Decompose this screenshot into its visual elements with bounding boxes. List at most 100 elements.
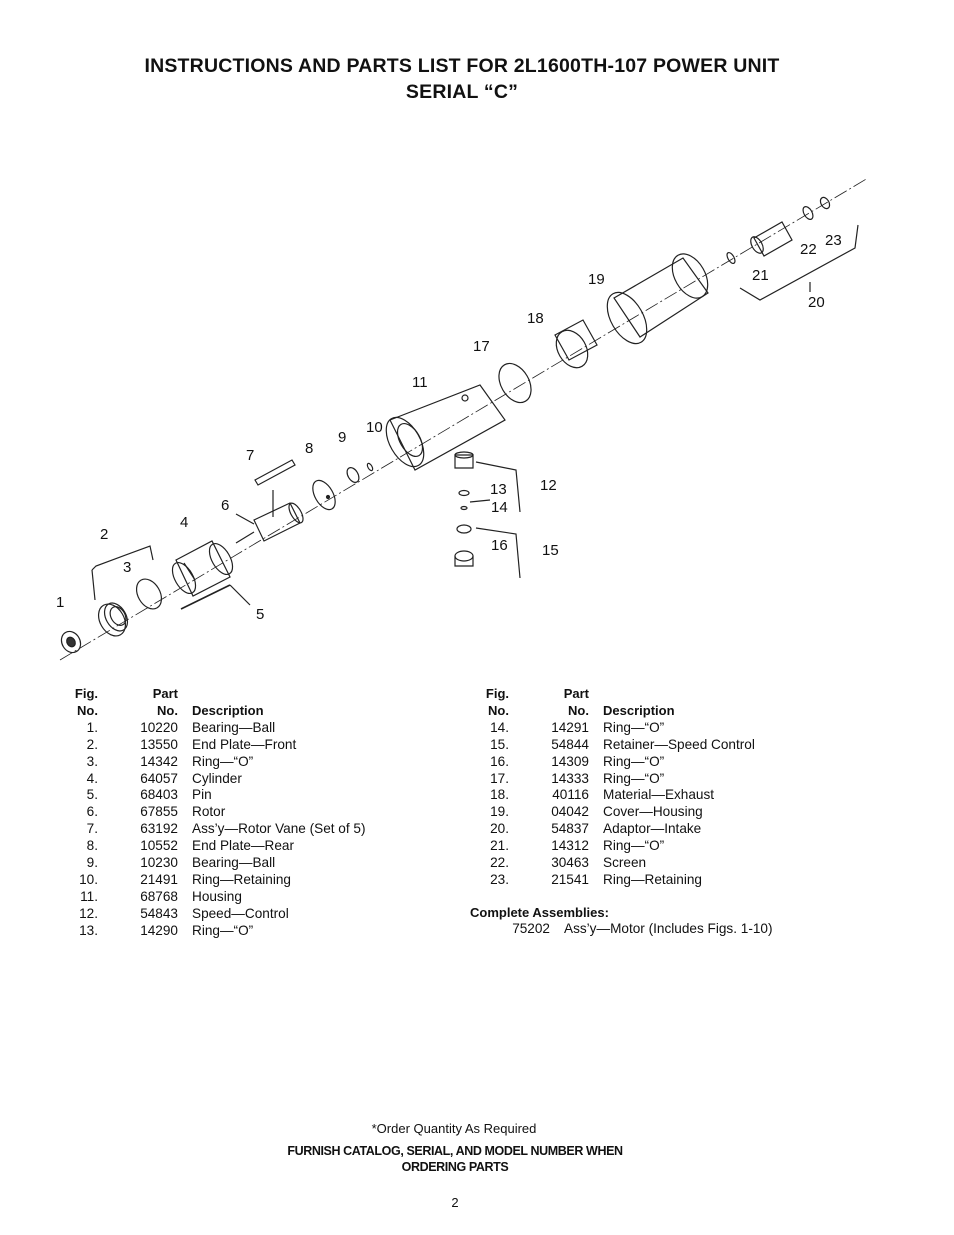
retaining-ring-part	[366, 462, 374, 472]
part-description: Rotor	[192, 804, 226, 820]
part-description: Ring—Retaining	[603, 871, 702, 887]
part-description: Ring—“O”	[603, 770, 665, 786]
o-ring-part	[135, 578, 163, 610]
callout-6: 6	[221, 497, 229, 514]
fig-number: 9.	[86, 855, 98, 871]
parts-row: 2. 13550 End Plate—Front	[58, 737, 366, 754]
header-description: Description	[603, 702, 675, 718]
page-number: 2	[451, 1195, 459, 1210]
callout-9: 9	[338, 429, 346, 446]
part-number: 40116	[552, 787, 589, 803]
fig-number: 1.	[86, 719, 98, 735]
part-number: 54837	[551, 821, 589, 837]
part-description: Screen	[603, 855, 647, 871]
header-part-no: No.	[157, 702, 178, 718]
fig-number: 2.	[86, 736, 98, 752]
header-part: Part	[152, 686, 178, 701]
part-number: 14342	[140, 753, 178, 769]
part-description: Ring—“O”	[192, 922, 254, 938]
pin-part	[180, 584, 231, 610]
part-number: 54843	[140, 905, 178, 921]
part-description: Housing	[192, 888, 242, 904]
part-number: 04042	[551, 804, 589, 820]
fig-number: 6.	[86, 804, 98, 820]
header-description: Description	[192, 702, 264, 718]
header-fig: Fig.	[74, 686, 98, 701]
exhaust-material-part	[554, 319, 598, 369]
fig-number: 7.	[86, 821, 98, 837]
part-number: 13550	[140, 736, 178, 752]
part-number: 68403	[140, 787, 178, 803]
part-number: 14309	[551, 753, 589, 769]
o-ring-21-part	[726, 251, 736, 265]
callout-19: 19	[588, 271, 605, 288]
fig-number: 16.	[490, 753, 509, 769]
fig-number: 14.	[490, 719, 509, 735]
fig-number: 18.	[490, 787, 509, 803]
header-fig-no: No.	[77, 702, 98, 718]
callout-16: 16	[491, 537, 508, 554]
callout-20: 20	[808, 294, 825, 311]
parts-row: 13. 14290 Ring—“O”	[58, 923, 366, 940]
part-description: Material—Exhaust	[603, 787, 715, 803]
speed-control-part	[454, 451, 474, 469]
page-title-line1: INSTRUCTIONS AND PARTS LIST FOR 2L1600TH…	[144, 55, 780, 77]
housing-part	[385, 384, 506, 471]
part-number: 54844	[551, 736, 589, 752]
parts-row: 7. 63192 Ass’y—Rotor Vane (Set of 5)	[58, 821, 366, 838]
part-description: Ass’y—Rotor Vane (Set of 5)	[192, 821, 366, 837]
header-part: Part	[563, 686, 589, 701]
part-number: 10552	[140, 838, 178, 854]
part-description: Speed—Control	[192, 905, 289, 921]
callout-15: 15	[542, 542, 559, 559]
order-quantity-note: *Order Quantity As Required	[371, 1121, 537, 1136]
part-description: End Plate—Rear	[192, 838, 295, 854]
callout-4: 4	[180, 514, 188, 531]
callout-12: 12	[540, 477, 557, 494]
part-description: Bearing—Ball	[192, 719, 276, 735]
part-number: 64057	[140, 770, 178, 786]
part-number: 21541	[551, 871, 589, 887]
screen-part	[802, 206, 814, 220]
bearing-ball-rear-part	[346, 467, 360, 483]
part-number: 30463	[551, 855, 589, 871]
bearing-ball-part	[60, 630, 82, 654]
part-number: 68768	[140, 888, 178, 904]
part-description: Cylinder	[192, 770, 242, 786]
callout-11: 11	[412, 374, 428, 391]
parts-row: 18. 40116 Material—Exhaust	[469, 787, 755, 804]
part-description: Cover—Housing	[603, 804, 703, 820]
callout-2: 2	[100, 526, 108, 543]
part-number: 14290	[140, 922, 178, 938]
callout-21: 21	[752, 267, 769, 284]
header-fig-no: No.	[488, 702, 509, 718]
callout-5: 5	[256, 606, 264, 623]
parts-row: 19. 04042 Cover—Housing	[469, 804, 755, 821]
callout-13: 13	[490, 481, 507, 498]
fig-number: 13.	[79, 922, 98, 938]
part-description: End Plate—Front	[192, 736, 297, 752]
end-plate-rear-part	[312, 479, 336, 511]
fig-number: 19.	[490, 804, 509, 820]
callout-14: 14	[491, 499, 508, 516]
part-description: Ring—Retaining	[192, 871, 291, 887]
part-description: Bearing—Ball	[192, 855, 276, 871]
part-number: 14333	[551, 770, 589, 786]
fig-number: 17.	[490, 770, 509, 786]
part-number: 63192	[140, 821, 178, 837]
part-number: 10220	[140, 719, 178, 735]
end-plate-front-part	[91, 545, 154, 637]
fig-number: 21.	[490, 838, 509, 854]
